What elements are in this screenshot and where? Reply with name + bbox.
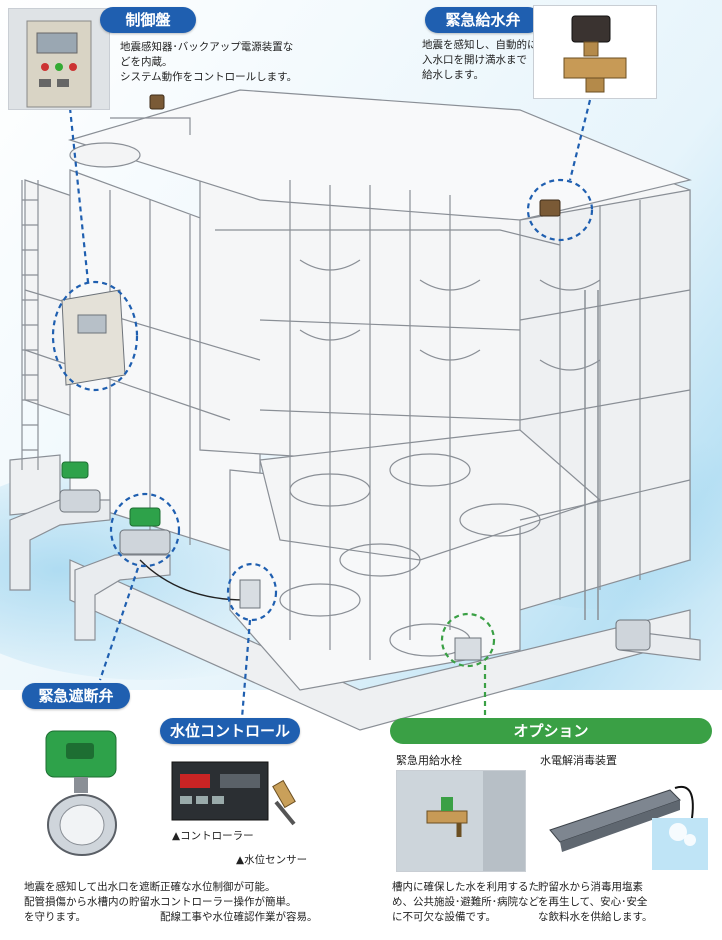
shutoff-valve-desc: 地震を感知して出水口を遮断 配管損傷から水槽内の貯留水 を守ります。 — [24, 881, 161, 923]
butterfly-valve-icon — [45, 730, 117, 856]
shutoff-valve-highlight — [109, 492, 181, 568]
controller-icon — [171, 761, 296, 826]
option-title: オプション — [513, 722, 589, 740]
emergency-valve-highlight — [526, 178, 594, 242]
sterilizer-photo — [540, 770, 712, 870]
shutoff-valve-title: 緊急遮断弁 — [22, 683, 130, 709]
sensor-highlight — [226, 562, 278, 622]
control-panel-desc: 地震感知器･バックアップ電源装置な どを内蔵。 システム動作をコントロールします… — [120, 41, 298, 83]
faucet-title: 緊急用給水栓 — [396, 754, 462, 767]
faucet-desc: 槽内に確保した水を利用するた め、公共施設･避難所･病院など に不可欠な設備です… — [392, 881, 539, 923]
control-panel-photo — [8, 8, 110, 110]
faucet-icon — [397, 771, 525, 871]
faucet-highlight — [440, 612, 496, 668]
level-control-desc: 正確な水位制御が可能。 コントローラー操作が簡単。 配線工事や水位確認作業が容易… — [160, 881, 318, 923]
controller-label: ▲コントローラー — [172, 830, 254, 842]
control-panel-title: 制御盤 — [100, 7, 196, 33]
sterilizer-icon — [549, 785, 708, 870]
faucet-photo — [396, 770, 526, 872]
option-title-bar: オプション — [390, 718, 712, 744]
emergency-valve-desc: 地震を感知し、自動的に 入水口を開け満水まで 給水します。 — [422, 39, 538, 81]
control-panel-icon — [26, 20, 92, 108]
shutoff-valve-photo — [14, 713, 152, 863]
sensor-label: ▲水位センサー — [236, 854, 308, 866]
level-control-title: 水位コントロール — [160, 718, 300, 744]
sterilizer-title: 水電解消毒装置 — [540, 754, 617, 767]
solenoid-valve-icon — [563, 15, 627, 93]
emergency-valve-title: 緊急給水弁 — [425, 7, 541, 33]
level-control-photo — [166, 752, 316, 868]
emergency-valve-photo — [533, 5, 657, 99]
control-panel-highlight — [51, 280, 139, 392]
sterilizer-desc: 貯留水から消毒用塩素 を再生して、安心･安全 な飲料水を供給します。 — [538, 881, 653, 923]
